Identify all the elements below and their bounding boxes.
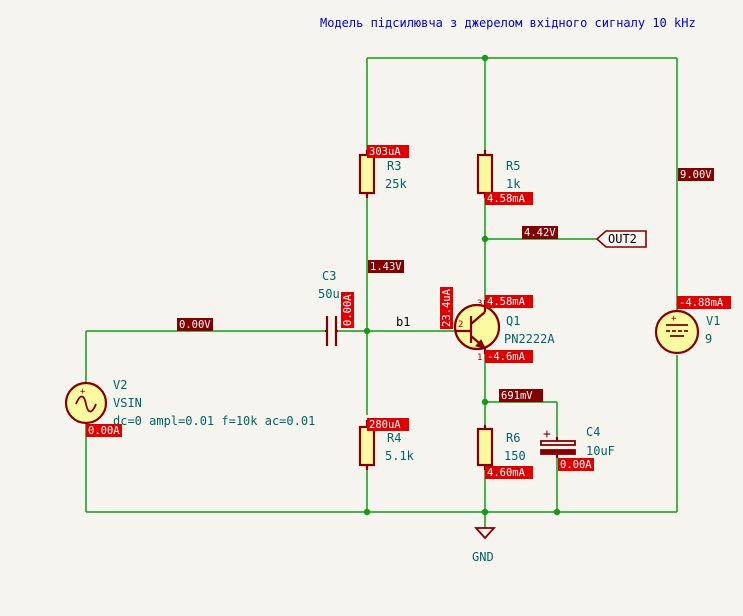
resistor-r5[interactable]: R5 1k [476, 150, 521, 198]
v1-value: 9 [705, 332, 712, 346]
dc-source-v1[interactable]: + V1 9 [654, 309, 720, 355]
svg-text:23.4uA: 23.4uA [441, 288, 453, 327]
c4-value: 10uF [586, 444, 615, 458]
svg-text:4.58mA: 4.58mA [487, 193, 526, 205]
c4-ref: C4 [586, 425, 600, 439]
svg-text:1.43V: 1.43V [370, 261, 402, 273]
r4-value: 5.1k [385, 449, 415, 463]
probe-in-voltage: 0.00V [177, 318, 213, 331]
v2-ref: V2 [113, 378, 127, 392]
svg-text:4.58mA: 4.58mA [487, 296, 526, 308]
probe-c4-current: 0.00A [558, 458, 594, 471]
r4-ref: R4 [387, 431, 401, 445]
svg-text:4.42V: 4.42V [524, 227, 556, 239]
ground-symbol[interactable]: GND [472, 527, 497, 564]
svg-text:691mV: 691mV [501, 390, 533, 402]
v2-value: VSIN [113, 396, 142, 410]
probe-base-current: 23.4uA [440, 287, 453, 329]
ground-icon [473, 527, 497, 540]
svg-text:0.00V: 0.00V [179, 319, 211, 331]
resistor-r4[interactable]: R4 5.1k [358, 420, 415, 470]
probe-base-voltage: 1.43V [368, 260, 404, 273]
r3-value: 25k [385, 177, 407, 191]
svg-text:0.00A: 0.00A [560, 459, 592, 471]
v1-plus-icon: + [671, 314, 677, 324]
c3-ref: C3 [322, 269, 336, 283]
r6-value: 150 [504, 449, 526, 463]
svg-text:-4.6mA: -4.6mA [487, 351, 526, 363]
probe-collector-current: 4.58mA [485, 295, 533, 308]
probe-out-voltage: 4.42V [522, 226, 558, 239]
q1-pin-base: 2 [458, 320, 463, 330]
v2-plus-icon: + [80, 387, 86, 397]
svg-text:4.60mA: 4.60mA [487, 467, 526, 479]
capacitor-c3[interactable]: C3 50u [318, 269, 340, 346]
probe-v1-voltage: 9.00V [678, 168, 714, 181]
output-port-out2[interactable]: OUT2 [595, 230, 647, 248]
c3-value: 50u [318, 287, 340, 301]
svg-text:-4.88mA: -4.88mA [679, 297, 724, 309]
schematic-title: Модель підсилювча з джерелом вхідного си… [320, 16, 696, 30]
probe-c3-current: 0.00A [341, 292, 354, 328]
transistor-q1[interactable]: 3 2 1 Q1 PN2222A [453, 299, 555, 363]
r3-ref: R3 [387, 159, 401, 173]
q1-value: PN2222A [504, 332, 555, 346]
probe-r3-current: 303uA [367, 145, 409, 158]
q1-pin-emitter: 1 [477, 353, 482, 363]
c4-plus-icon: + [543, 427, 551, 442]
probe-v2-current: 0.00A [86, 424, 122, 437]
probe-emitter-voltage: 691mV [499, 389, 543, 402]
q1-ref: Q1 [506, 314, 520, 328]
capacitor-c4[interactable]: + C4 10uF [540, 425, 615, 458]
svg-text:303uA: 303uA [369, 146, 401, 158]
resistor-r3[interactable]: R3 25k [358, 150, 407, 198]
q1-pin-collector: 3 [477, 299, 482, 309]
v2-params: dc=0 ampl=0.01 f=10k ac=0.01 [113, 414, 315, 428]
svg-text:280uA: 280uA [369, 419, 401, 431]
probe-r5-current: 4.58mA [485, 192, 533, 205]
probe-emitter-current: -4.6mA [485, 350, 533, 363]
r5-value: 1k [506, 177, 521, 191]
svg-text:0.00A: 0.00A [88, 425, 120, 437]
r5-ref: R5 [506, 159, 520, 173]
svg-text:9.00V: 9.00V [680, 169, 712, 181]
gnd-label: GND [472, 550, 494, 564]
probe-r4-current: 280uA [367, 418, 409, 431]
resistor-r6[interactable]: R6 150 [476, 425, 526, 470]
v1-ref: V1 [706, 314, 720, 328]
sine-wave-icon [75, 395, 97, 413]
probe-v1-current: -4.88mA [677, 296, 731, 309]
probe-r6-current: 4.60mA [485, 466, 533, 479]
out2-label: OUT2 [608, 232, 637, 246]
sine-source-v2[interactable]: + V2 VSIN dc=0 ampl=0.01 f=10k ac=0.01 [64, 378, 315, 428]
svg-text:0.00A: 0.00A [342, 294, 354, 326]
junctions [363, 54, 561, 516]
net-label-b1: b1 [396, 315, 410, 329]
r6-ref: R6 [506, 431, 520, 445]
